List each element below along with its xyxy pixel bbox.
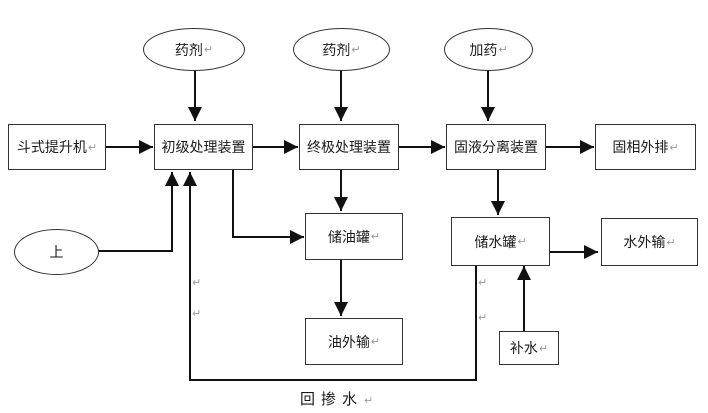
node-water-tank: 储水罐↵ bbox=[451, 217, 550, 266]
node-solids-discharge: 固相外排↵ bbox=[595, 124, 696, 170]
node-solid-liquid-separation-label: 固液分离装置 bbox=[454, 140, 538, 156]
node-oil-export-label: 油外输 bbox=[327, 334, 370, 351]
node-solids-discharge-label: 固相外排 bbox=[612, 140, 669, 156]
oval-reagent-2: 药剂↵ bbox=[293, 28, 390, 71]
stray-mark-right-2: ↵ bbox=[478, 311, 488, 324]
node-solid-liquid-separation: 固液分离装置 bbox=[446, 124, 546, 170]
label-return-mixing-water: 回掺水↵ bbox=[300, 390, 380, 408]
node-bucket-lifter-label: 斗式提升机 bbox=[16, 140, 87, 156]
node-final-treatment-label: 终极处理装置 bbox=[307, 140, 391, 156]
node-oil-tank: 储油罐↵ bbox=[305, 213, 403, 260]
node-oil-export: 油外输↵ bbox=[305, 318, 403, 365]
oval-reagent-1: 药剂↵ bbox=[143, 28, 245, 71]
node-water-export-label: 水外输 bbox=[623, 235, 666, 251]
node-oil-tank-label: 储油罐 bbox=[327, 229, 370, 246]
label-return-mixing-water-text: 回掺水 bbox=[300, 390, 364, 408]
stray-mark-left-1: ↵ bbox=[192, 276, 202, 289]
arrow-return-water-loop bbox=[183, 172, 477, 381]
arrow-upstream-to-primary bbox=[98, 172, 179, 252]
node-water-tank-label: 储水罐 bbox=[474, 234, 517, 251]
oval-reagent-2-label: 药剂 bbox=[322, 42, 351, 59]
node-primary-treatment: 初级处理装置 bbox=[154, 124, 253, 170]
node-final-treatment: 终极处理装置 bbox=[299, 124, 399, 170]
node-bucket-lifter: 斗式提升机↵ bbox=[8, 124, 106, 170]
oval-upstream-label: 上 bbox=[49, 245, 64, 261]
node-water-export: 水外输↵ bbox=[601, 218, 698, 266]
node-primary-treatment-label: 初级处理装置 bbox=[161, 140, 246, 156]
oval-reagent-1-label: 药剂 bbox=[174, 42, 203, 59]
stray-mark-left-2: ↵ bbox=[192, 307, 202, 320]
node-makeup-water: 补水↵ bbox=[499, 331, 559, 365]
node-makeup-water-label: 补水 bbox=[509, 341, 538, 357]
oval-add-reagent-label: 加药 bbox=[469, 42, 498, 59]
stray-mark-right-1: ↵ bbox=[478, 276, 488, 289]
oval-add-reagent: 加药↵ bbox=[444, 28, 533, 71]
arrow-primary-to-oiltank bbox=[232, 170, 304, 244]
oval-upstream: 上 bbox=[14, 229, 99, 275]
